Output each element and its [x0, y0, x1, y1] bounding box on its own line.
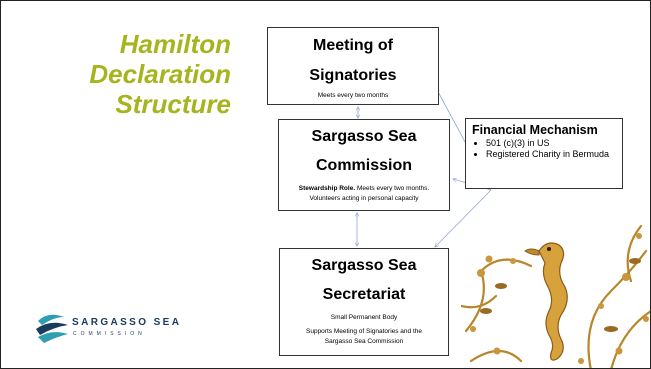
sargasso-sea-commission-box: Sargasso Sea Commission Stewardship Role… [278, 119, 450, 211]
seahorse-sargassum-image [461, 224, 650, 368]
slide-title: Hamilton Declaration Structure [41, 29, 231, 119]
title-line-2: Declaration [89, 59, 231, 89]
secretariat-note-2-line-1: Supports Meeting of Signatories and the [306, 328, 422, 335]
secretariat-heading-line-2: Secretariat [322, 286, 406, 303]
logo-name: SARGASSO SEA [72, 317, 182, 328]
meeting-note: Meets every two months [317, 92, 389, 99]
commission-note-line-2: Volunteers acting in personal capacity [309, 195, 419, 202]
sargasso-sea-logo-icon [36, 314, 68, 343]
finance-heading: Financial Mechanism [472, 123, 598, 137]
secretariat-note-1: Small Permanent Body [330, 314, 398, 321]
title-line-1: Hamilton [119, 29, 231, 59]
meeting-heading-line-2: Signatories [309, 67, 397, 84]
meeting-heading-line-1: Meeting of [313, 37, 393, 54]
commission-note-rest: Meets every two months. [355, 185, 430, 192]
financial-mechanism-box: Financial Mechanism 501 (c)(3) in US Reg… [465, 118, 623, 189]
meeting-of-signatories-box: Meeting of Signatories Meets every two m… [267, 27, 439, 105]
title-line-3: Structure [115, 89, 231, 119]
commission-note-bold: Stewardship Role. [298, 185, 356, 192]
secretariat-note-2-line-2: Sargasso Sea Commission [324, 338, 404, 345]
commission-heading-line-1: Sargasso Sea [311, 128, 417, 145]
sargasso-sea-secretariat-box: Sargasso Sea Secretariat Small Permanent… [279, 248, 449, 356]
commission-heading-line-2: Commission [315, 157, 412, 174]
logo-sub: COMMISSION [73, 331, 146, 337]
finance-list: 501 (c)(3) in US Registered Charity in B… [472, 138, 616, 160]
finance-item: Registered Charity in Bermuda [486, 149, 616, 160]
connector-finance-secretariat [435, 189, 492, 247]
finance-item: 501 (c)(3) in US [486, 138, 616, 149]
secretariat-heading-line-1: Sargasso Sea [311, 257, 417, 274]
commission-note: Stewardship Role. Meets every two months… [279, 184, 449, 194]
